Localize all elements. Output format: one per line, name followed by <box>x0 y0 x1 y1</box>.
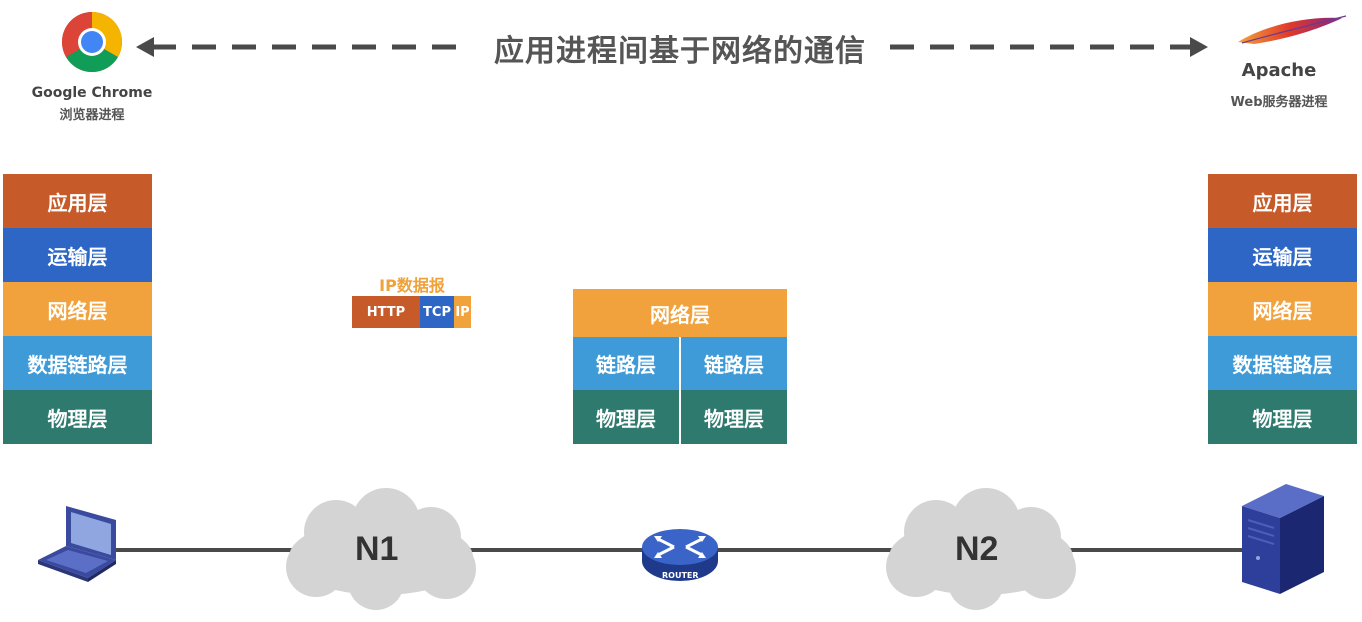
laptop-icon <box>38 506 116 582</box>
server-transport-layer: 运输层 <box>1208 228 1357 282</box>
tcp-segment: TCP <box>420 296 454 328</box>
router-icon <box>642 529 718 581</box>
http-segment: HTTP <box>352 296 420 328</box>
server-application-layer: 应用层 <box>1208 174 1357 228</box>
client-name: Google Chrome <box>31 85 153 101</box>
router-label: ROUTER <box>662 571 699 580</box>
ip-segment: IP <box>454 296 471 328</box>
client-physical-layer: 物理层 <box>3 390 152 444</box>
router-physical-layer-left: 物理层 <box>573 390 679 444</box>
server-name: Apache <box>1241 60 1317 81</box>
router-link-layer-left: 链路层 <box>573 337 679 390</box>
client-application-layer: 应用层 <box>3 174 152 228</box>
page-title: 应用进程间基于网络的通信 <box>494 34 866 69</box>
apache-feather-icon <box>1238 15 1347 44</box>
server-icon <box>1242 484 1324 594</box>
server-datalink-layer: 数据链路层 <box>1208 336 1357 390</box>
network-n2-label: N2 <box>955 530 999 568</box>
server-physical-layer: 物理层 <box>1208 390 1357 444</box>
client-network-layer: 网络层 <box>3 282 152 336</box>
ip-datagram-label: IP数据报 <box>379 276 445 295</box>
client-transport-layer: 运输层 <box>3 228 152 282</box>
client-desc: 浏览器进程 <box>59 108 125 123</box>
process-communication-arrow <box>136 37 1208 57</box>
client-datalink-layer: 数据链路层 <box>3 336 152 390</box>
network-n1-label: N1 <box>355 530 399 568</box>
network-n1-cloud-icon <box>286 488 476 610</box>
router-network-layer: 网络层 <box>573 289 787 337</box>
server-network-layer: 网络层 <box>1208 282 1357 336</box>
router-link-layer-right: 链路层 <box>681 337 787 390</box>
server-desc: Web服务器进程 <box>1230 95 1328 110</box>
router-physical-layer-right: 物理层 <box>681 390 787 444</box>
chrome-icon <box>61 12 123 73</box>
network-n2-cloud-icon <box>886 488 1076 610</box>
